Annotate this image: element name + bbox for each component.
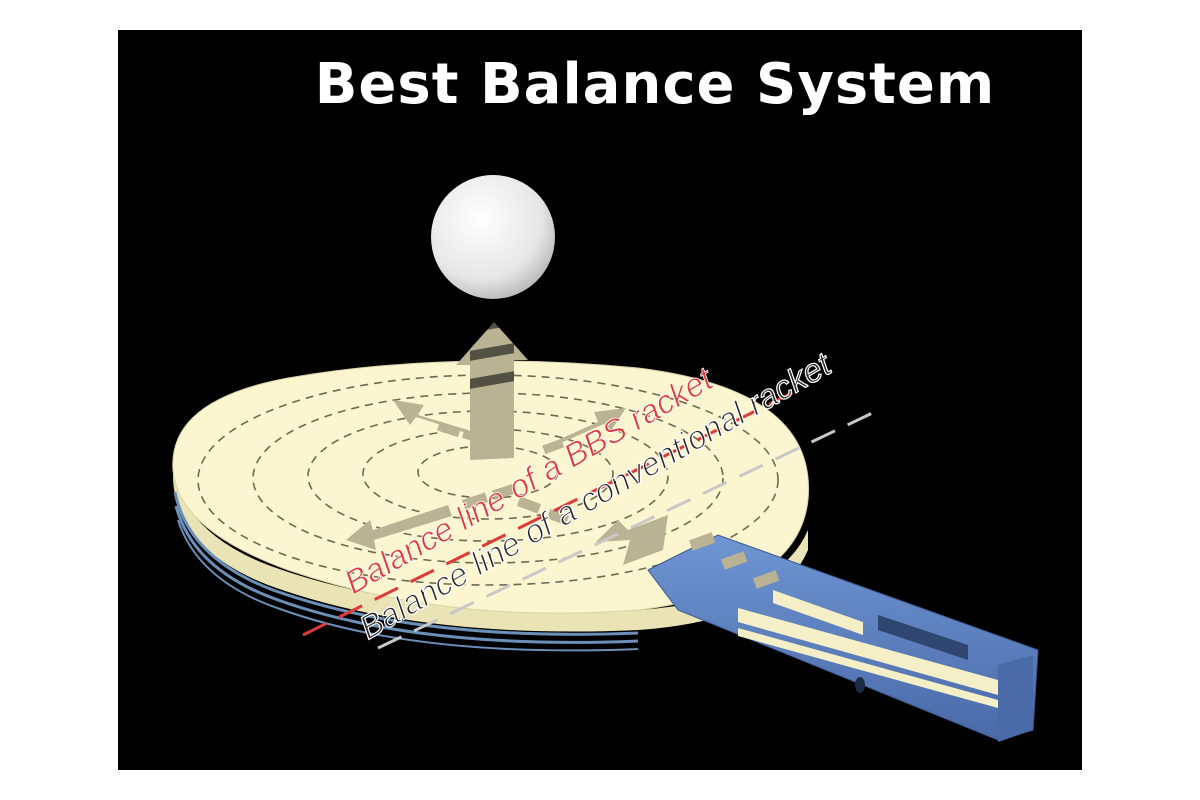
conventional-balance-line [377, 406, 884, 650]
radial-arrows-icon [346, 400, 626, 550]
page-title: Best Balance System [314, 52, 996, 117]
racket-handle [647, 534, 1039, 742]
ping-pong-ball-icon [431, 175, 555, 299]
racket-blade-edge [173, 460, 808, 652]
handle-arrow-icon [596, 515, 780, 589]
upward-arrow-icon [456, 315, 528, 460]
bbs-diagram: Balance line of a BBS racket Balance lin… [172, 175, 1039, 742]
diagram-panel: Balance line of a BBS racket Balance lin… [118, 30, 1082, 770]
bbs-balance-line [302, 383, 809, 637]
